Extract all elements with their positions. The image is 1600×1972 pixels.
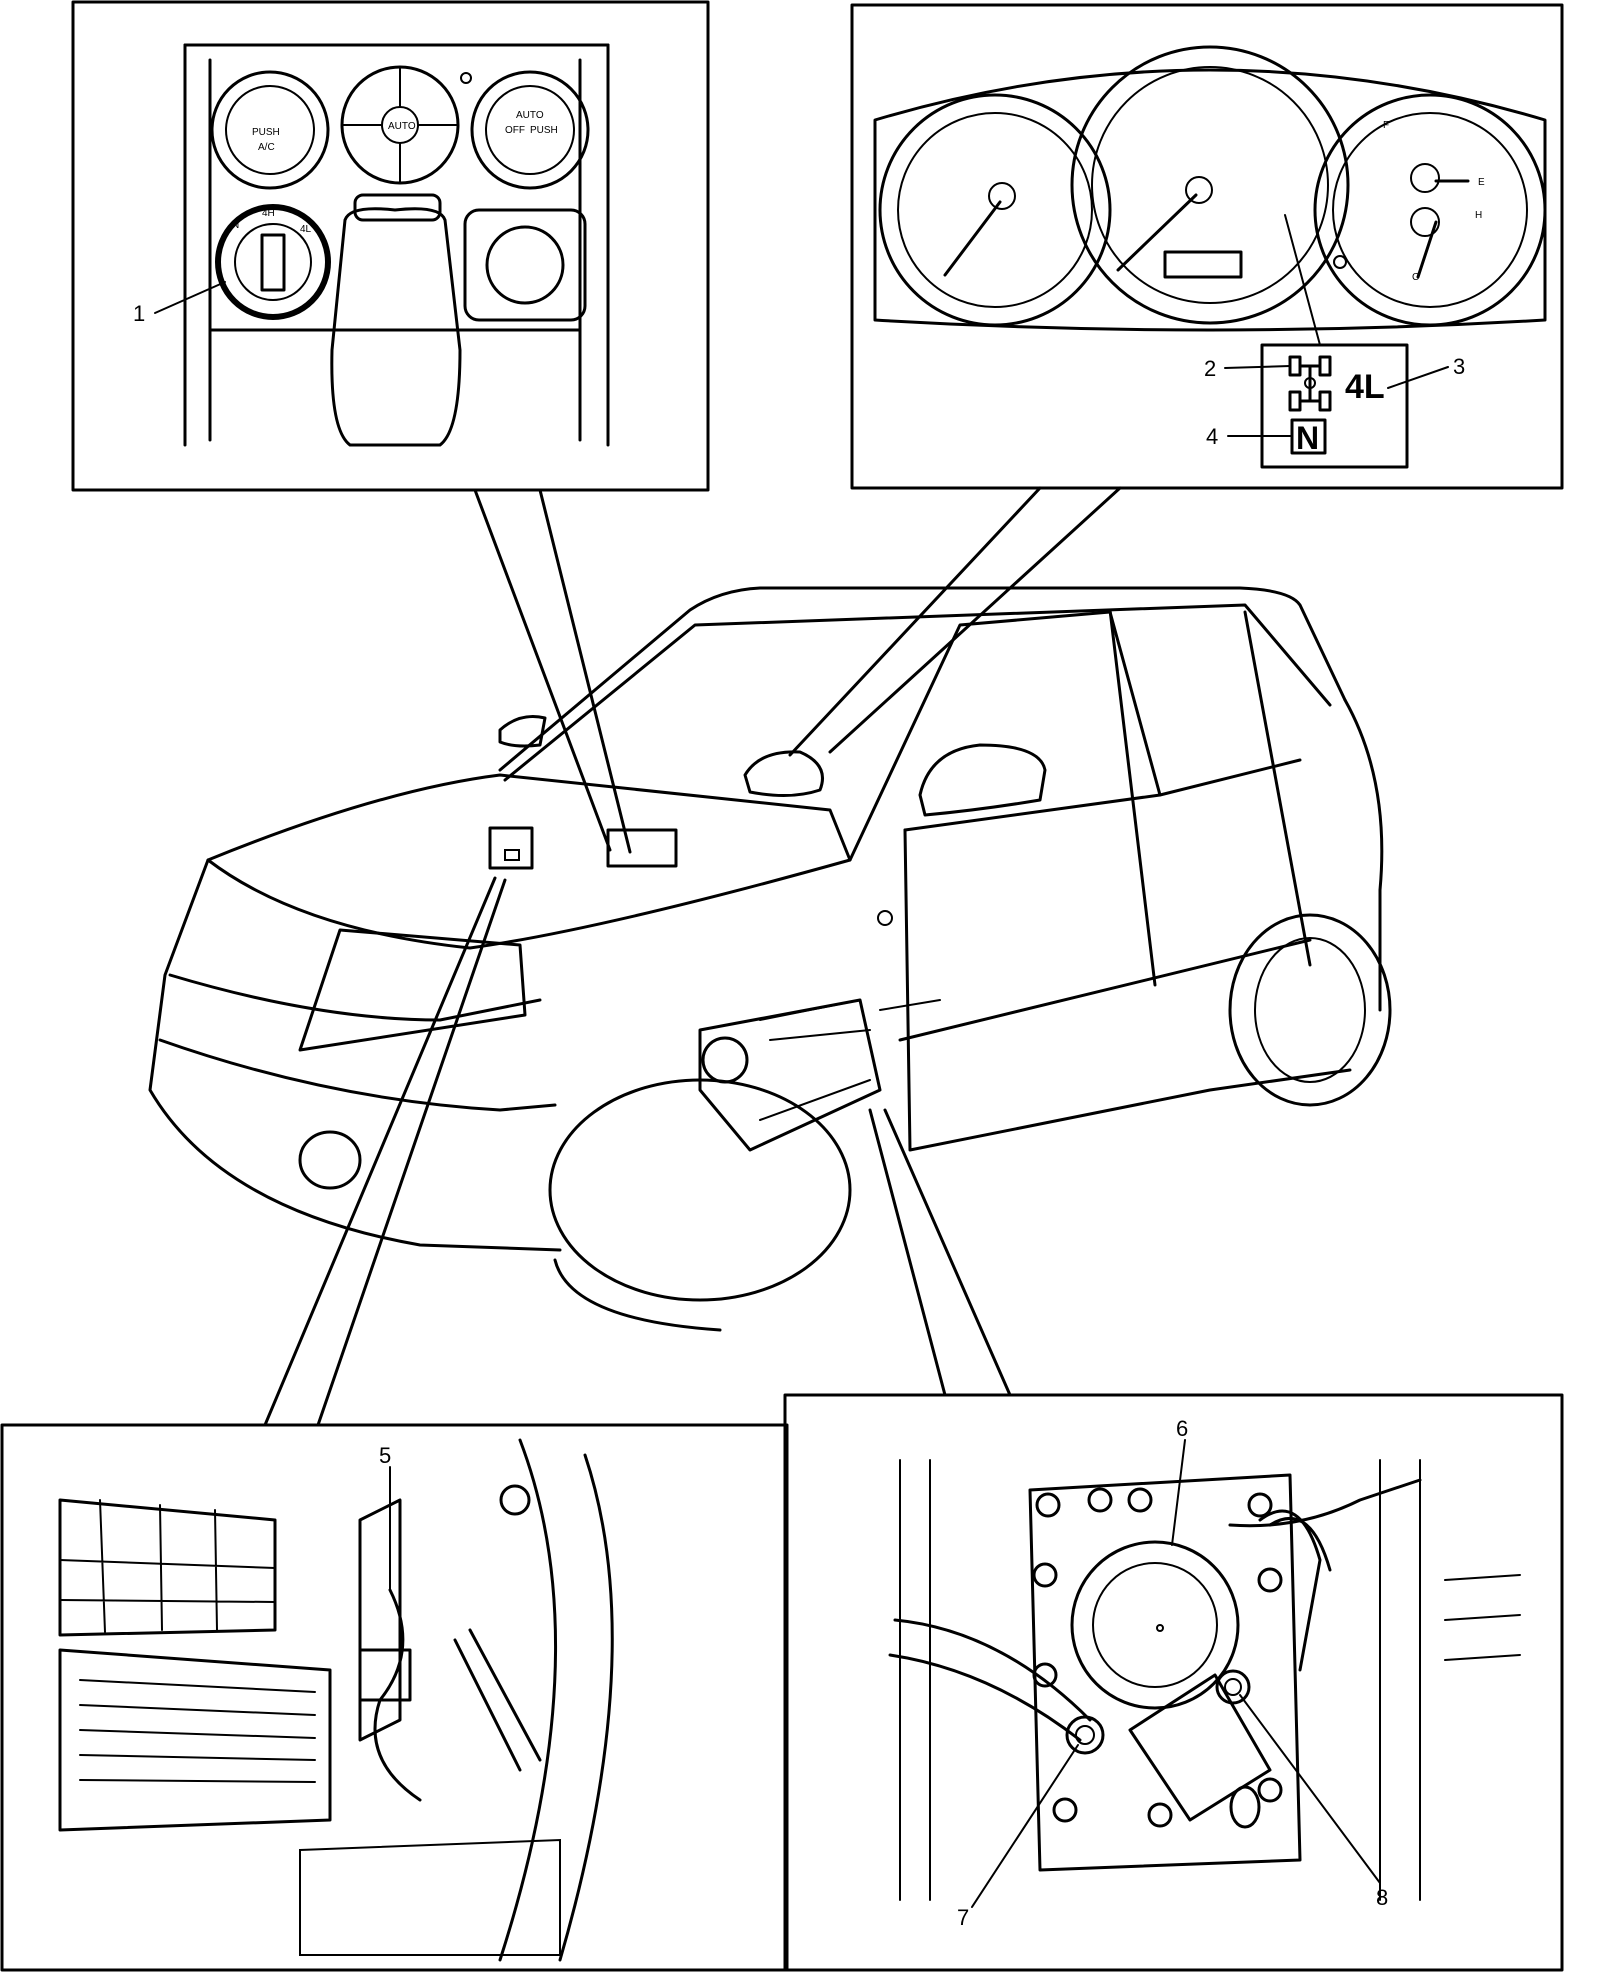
4h-label: 4H — [262, 208, 275, 219]
callout-8: 8 — [1376, 1885, 1388, 1910]
fuel-full-label: F — [1383, 120, 1389, 131]
vehicle-illustration — [148, 586, 1392, 1332]
4l-label: 4L — [300, 224, 312, 235]
auto-label-right: AUTO — [516, 110, 544, 121]
console-pointer — [473, 488, 632, 854]
ecu-panel: 5 — [0, 1423, 789, 1972]
off-label: OFF — [505, 125, 525, 136]
temp-cold-label: C — [1412, 272, 1419, 283]
transfer-pointer — [868, 1108, 1012, 1397]
callout-7: 7 — [957, 1905, 969, 1930]
console-panel: PUSH A/C AUTO AUTO OFF PUSH 4H N 4L 1 — [71, 0, 710, 492]
cluster-pointer — [788, 486, 1122, 757]
callout-1: 1 — [133, 301, 145, 326]
ecu-pointer — [263, 876, 507, 1427]
neutral-indicator: N — [1296, 420, 1319, 456]
temp-hot-label: H — [1475, 210, 1482, 221]
cluster-panel: F E H C 4L N 2 3 4 — [850, 3, 1564, 490]
callout-5: 5 — [379, 1443, 391, 1468]
auto-label: AUTO — [388, 121, 416, 132]
4l-indicator: 4L — [1345, 368, 1385, 406]
callout-3: 3 — [1453, 354, 1465, 379]
push-label-right: PUSH — [530, 125, 558, 136]
push-label: PUSH — [252, 127, 280, 138]
callout-6: 6 — [1176, 1416, 1188, 1441]
actuator-panel: 6 7 8 — [783, 1393, 1564, 1972]
callout-2: 2 — [1204, 356, 1216, 381]
callout-4: 4 — [1206, 424, 1218, 449]
fuel-empty-label: E — [1478, 177, 1485, 188]
n-label: N — [232, 220, 239, 231]
ac-label: A/C — [258, 142, 275, 153]
